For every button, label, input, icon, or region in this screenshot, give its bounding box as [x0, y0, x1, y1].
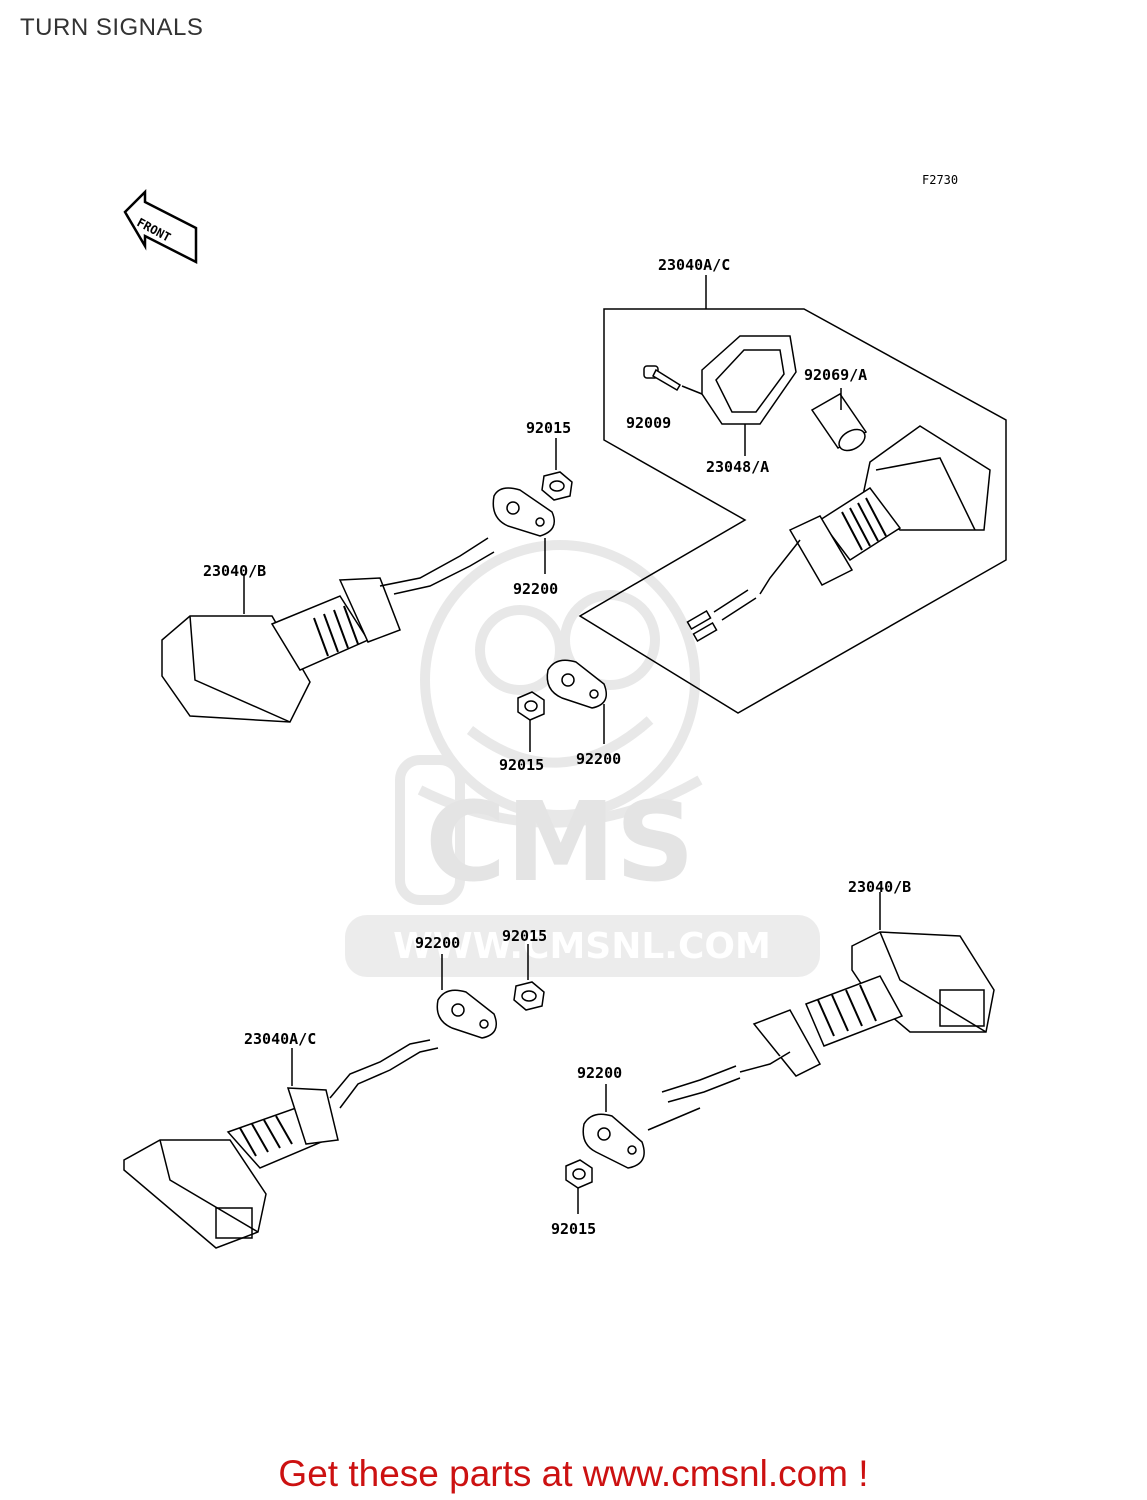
callout-plate-bottom-right: 92200 [577, 1064, 622, 1082]
watermark-mascot [395, 540, 703, 905]
bulb-part [810, 388, 868, 452]
turn-signal-lower-right [661, 892, 995, 1103]
plate-bottom-right [582, 1084, 701, 1169]
callout-nut-mid: 92015 [499, 756, 544, 774]
plate-middle [546, 659, 607, 744]
callout-nut-top: 92015 [526, 419, 571, 437]
group-bracket [578, 275, 1007, 714]
turn-signal-upper-left [161, 537, 495, 723]
nut-bottom-right [565, 1159, 593, 1214]
callout-nut-bottom-right: 92015 [551, 1220, 596, 1238]
callout-plate-top: 92200 [513, 580, 558, 598]
promo-banner[interactable]: Get these parts at www.cmsnl.com ! [0, 1453, 1147, 1495]
callout-bolt: 92009 [626, 414, 671, 432]
watermark-url: WWW.CMSNL.COM [393, 926, 771, 967]
turn-signal-upper-right [686, 425, 991, 642]
turn-signal-lower-left [123, 1039, 439, 1249]
callout-plate-bottom-left: 92200 [415, 934, 460, 952]
callout-signal-top-left: 23040/B [203, 562, 266, 580]
nut-top [541, 438, 573, 501]
callout-group: 23040A/C [658, 256, 730, 274]
nut-bottom-left [513, 944, 545, 1011]
callout-plate-mid: 92200 [576, 750, 621, 768]
callout-bulb: 92069/A [804, 366, 867, 384]
page-title: TURN SIGNALS [20, 14, 204, 41]
callout-signal-bottom-right: 23040/B [848, 878, 911, 896]
callout-nut-bottom-left: 92015 [502, 927, 547, 945]
plate-top [492, 487, 555, 574]
plate-bottom-left [436, 954, 497, 1039]
nut-middle [517, 691, 545, 752]
promo-link[interactable]: Get these parts at www.cmsnl.com ! [278, 1453, 869, 1494]
figure-code: F2730 [922, 173, 958, 187]
cms-watermark: CMS WWW.CMSNL.COM [345, 540, 820, 977]
watermark-brand: CMS [425, 778, 694, 906]
front-direction-icon: FRONT [123, 188, 198, 265]
callout-lens: 23048/A [706, 458, 769, 476]
callout-signal-bottom-left: 23040A/C [244, 1030, 316, 1048]
lens-part [701, 335, 797, 456]
